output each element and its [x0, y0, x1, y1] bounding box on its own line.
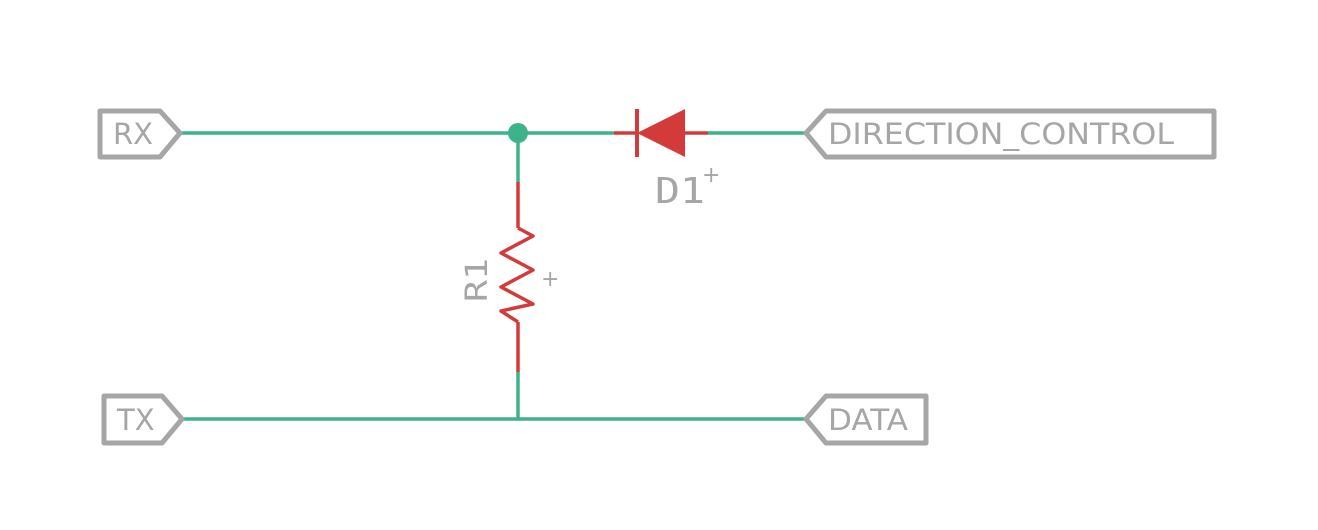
- port-rx[interactable]: RX: [97, 108, 183, 160]
- port-direction-control-frame: [803, 108, 1217, 160]
- resistor-r1-plus-marker: +: [541, 267, 559, 292]
- diode-d1-plus-marker: +: [702, 163, 720, 188]
- port-tx-label: TX: [116, 403, 155, 437]
- resistor-r1-ref-label: R1: [460, 258, 495, 302]
- port-tx[interactable]: TX: [101, 393, 185, 446]
- port-rx-frame: [97, 108, 183, 160]
- port-tx-frame: [101, 393, 185, 446]
- resistor-r1[interactable]: R1 +: [460, 182, 559, 372]
- diode-d1-ref-label: D1: [655, 171, 705, 212]
- port-rx-label: RX: [113, 117, 153, 151]
- resistor-r1-zigzag: [499, 226, 535, 324]
- diode-d1[interactable]: D1 +: [614, 109, 720, 212]
- port-data-frame: [803, 393, 929, 446]
- port-direction-control-label: DIRECTION_CONTROL: [828, 117, 1174, 151]
- port-direction-control[interactable]: DIRECTION_CONTROL: [803, 108, 1217, 160]
- port-data-label: DATA: [828, 403, 908, 437]
- diode-d1-triangle: [637, 109, 685, 157]
- junction-dot[interactable]: [508, 123, 528, 143]
- port-data[interactable]: DATA: [803, 393, 929, 446]
